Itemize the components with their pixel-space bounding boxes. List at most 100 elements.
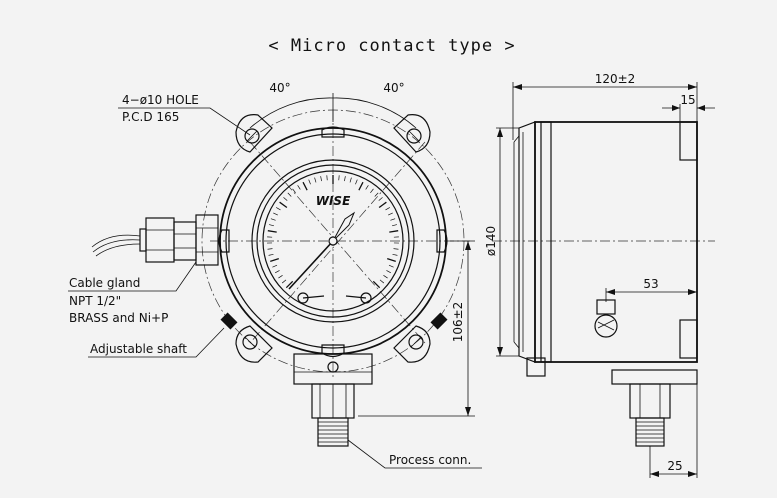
- side-socket: [611, 369, 698, 385]
- dial-tick: [374, 192, 379, 197]
- hole-callout-leader: [118, 107, 251, 136]
- dim-diameter-label: ø140: [484, 226, 498, 256]
- dial-tick: [268, 253, 274, 256]
- side-front-foot: [526, 357, 546, 377]
- dial-tick: [393, 248, 399, 250]
- front-view: WISE: [68, 81, 482, 469]
- mounting-lug-bottom-right: [393, 325, 431, 363]
- needle-hub: [328, 236, 338, 246]
- dial-tick: [385, 207, 390, 211]
- dim-53-label: 53: [643, 277, 658, 291]
- dial-tick: [285, 280, 294, 289]
- adjustable-shaft-label: Adjustable shaft: [90, 342, 187, 356]
- angle-arc-left: [249, 97, 334, 129]
- process-thread: [317, 417, 349, 447]
- drawing-title: < Micro contact type >: [268, 36, 515, 56]
- hole-callout-line2: P.C.D 165: [122, 110, 179, 124]
- cable-gland: [139, 214, 219, 266]
- dial-tick: [355, 179, 358, 185]
- pcd-diagonal-2: [249, 141, 426, 344]
- mounting-lug-top-left: [235, 114, 273, 153]
- dial-tick: [292, 188, 296, 194]
- dial-tick: [273, 212, 278, 216]
- cable-wire-1: [91, 234, 141, 248]
- adjustable-shaft-left: [220, 312, 238, 330]
- angle-arc-right: [332, 97, 417, 129]
- cable-gland-leader: [68, 261, 197, 292]
- dial-tick: [272, 264, 278, 268]
- dial-tick: [379, 279, 385, 284]
- dial-tick: [267, 248, 273, 250]
- cable-gland-label-1: Cable gland: [69, 276, 140, 290]
- dim-flange-label: 15: [680, 93, 695, 107]
- cable-wire-2: [92, 239, 141, 253]
- dial-tick: [279, 201, 288, 209]
- process-conn-label: Process conn.: [389, 453, 471, 467]
- mounting-lug-top-right: [393, 114, 431, 153]
- gauge-needle: [288, 240, 334, 290]
- bezel-inner-ring: [256, 164, 410, 318]
- adjustable-shaft-right: [430, 312, 448, 330]
- mounting-lug-bottom-left: [235, 325, 273, 363]
- contact-pointer-left: [297, 292, 325, 304]
- contact-pointer-right: [345, 292, 372, 304]
- dial-tick: [390, 218, 396, 221]
- dial-tick: [365, 185, 369, 190]
- side-bezel: [518, 121, 536, 363]
- cable-wire-3: [95, 243, 141, 257]
- bezel-ring: [251, 159, 415, 323]
- dial-tick: [391, 224, 398, 227]
- dial-face: [262, 170, 404, 312]
- dial-tick: [287, 192, 292, 197]
- angle-right-label: 40°: [383, 81, 404, 95]
- dial-tick: [383, 274, 388, 279]
- dial-tick: [283, 197, 288, 201]
- dim-25-label: 25: [667, 459, 682, 473]
- slot-right: [436, 229, 448, 253]
- dial-tick: [274, 270, 280, 274]
- process-conn-leader: [347, 439, 482, 469]
- dial-tick: [378, 197, 383, 201]
- dial-tick: [297, 185, 301, 190]
- dial-tick: [278, 274, 283, 279]
- case-outer-ring: [219, 127, 447, 355]
- bottom-screw: [327, 361, 339, 373]
- case-inner-ring: [225, 133, 441, 349]
- cable-gland-label-2: NPT 1/2": [69, 294, 121, 308]
- side-process-hex: [629, 383, 671, 419]
- dim-total-length-label: 120±2: [595, 72, 636, 86]
- dial-tick: [392, 253, 398, 256]
- side-view: 120±2 15 ø140 53 25: [484, 72, 715, 478]
- adjustable-shaft-leader: [88, 327, 225, 358]
- dial-tick: [281, 279, 287, 284]
- dial-tick: [344, 176, 346, 182]
- slot-bottom: [321, 344, 345, 358]
- dial-tick: [349, 177, 352, 183]
- dial-tick: [387, 257, 396, 263]
- dim-height-label: 106±2: [451, 302, 465, 343]
- dial-tick: [370, 188, 374, 194]
- slot-left: [218, 229, 230, 253]
- dial-tick: [358, 181, 364, 191]
- dial-tick: [302, 181, 308, 191]
- angle-left-label: 40°: [269, 81, 290, 95]
- dial-tick: [388, 212, 393, 216]
- hole-callout-line1: 4−ø10 HOLE: [122, 93, 199, 107]
- dial-tick: [270, 218, 276, 221]
- dial-tick: [268, 224, 275, 227]
- brand-logo: WISE: [316, 194, 351, 208]
- dial-tick: [372, 280, 381, 289]
- dial-tick: [270, 257, 279, 263]
- dial-ticks: [267, 175, 399, 289]
- side-case-body: [534, 121, 698, 363]
- dial-tick: [388, 264, 394, 268]
- slot-top: [321, 126, 345, 138]
- dial-tick: [308, 179, 311, 185]
- dial-tick: [378, 201, 387, 209]
- side-rear-tab-bottom: [679, 319, 698, 359]
- side-rear-tab-top: [679, 121, 698, 161]
- dial-tick: [320, 176, 322, 182]
- dial-tick: [389, 230, 399, 233]
